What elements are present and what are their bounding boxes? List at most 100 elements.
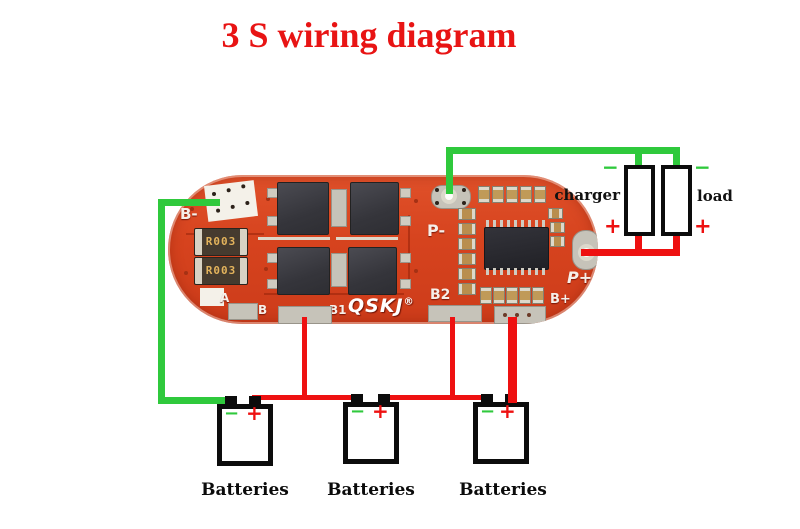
wire-green-to-battery1 (158, 397, 236, 404)
wire-red-b2-vertical (450, 317, 455, 398)
via (414, 199, 418, 203)
wire-green-left-vertical (158, 199, 165, 404)
pad-dot (462, 201, 466, 205)
p-plus-label: P+ (567, 268, 593, 287)
pad-dot (435, 188, 439, 192)
pad-dot (503, 313, 507, 317)
b2-label: B2 (430, 287, 451, 303)
battery1-neg-terminal (225, 396, 237, 405)
via (264, 267, 268, 271)
battery1-plus-sign: + (246, 401, 263, 425)
charger-label: charger (554, 186, 620, 204)
wire-red-pplus-horizontal (581, 249, 680, 256)
smd-component (458, 208, 476, 220)
smd-component (506, 287, 518, 304)
smd-component (550, 236, 565, 247)
charger-plus-sign: + (604, 214, 622, 238)
wire-red-up-charger (635, 232, 642, 251)
wire-red-series2 (380, 395, 490, 400)
a-solder-pad (200, 288, 224, 306)
pad-dot (226, 187, 231, 193)
wire-green-pminus-vertical (446, 147, 453, 194)
pad-dot (435, 201, 439, 205)
mosfet-pin (400, 216, 411, 226)
shunt-resistor: R003 (194, 228, 248, 256)
brand-logo: QSKJ® (348, 295, 415, 317)
pad-dot (245, 200, 250, 206)
battery1-label: Batteries (201, 480, 289, 500)
battery2-minus-sign: − (350, 401, 366, 422)
pcb-trace (336, 237, 398, 240)
smd-component (519, 287, 531, 304)
smd-component (532, 287, 544, 304)
mosfet-pin (400, 279, 411, 289)
b-minus-label: B- (180, 205, 198, 223)
smd-component (480, 287, 492, 304)
wire-green-top-horizontal (446, 147, 680, 154)
load-plus-sign: + (694, 214, 712, 238)
diagram-title: 3 S wiring diagram (221, 15, 517, 55)
via (414, 269, 418, 273)
ic-pins (486, 268, 545, 275)
wire-green-bminus-horizontal (158, 199, 220, 206)
battery2-pos-terminal (378, 394, 390, 403)
smd-component (520, 186, 532, 203)
smd-component (534, 186, 546, 203)
pcb-trace (264, 293, 404, 295)
pad-dot (211, 191, 217, 197)
smd-component (458, 253, 476, 265)
b1-label: B1 (329, 303, 347, 317)
smd-component (478, 186, 490, 203)
wire-green-drop-load (673, 147, 680, 169)
smd-component (548, 208, 563, 219)
center-pad (331, 189, 347, 227)
smd-component (458, 283, 476, 295)
smd-component (492, 186, 504, 203)
smd-component (550, 222, 565, 233)
battery3 (473, 402, 529, 464)
load-minus-sign: − (694, 155, 711, 179)
pad-dot (462, 188, 466, 192)
mosfet (277, 247, 330, 295)
load-label: load (697, 187, 733, 205)
wire-red-b1-vertical (302, 317, 307, 398)
pcb-trace (258, 237, 330, 240)
battery2 (343, 402, 399, 464)
protection-ic (484, 227, 549, 270)
battery1-pos-terminal (249, 396, 261, 405)
smd-component (506, 186, 518, 203)
b-label: B (258, 303, 268, 317)
wire-green-drop-charger (635, 147, 642, 169)
via (190, 207, 194, 211)
mosfet-pin (400, 188, 411, 198)
battery1 (217, 404, 273, 466)
mosfet-pin (400, 253, 411, 263)
smd-component (458, 223, 476, 235)
pcb-trace (408, 215, 410, 285)
pad-dot (241, 184, 246, 189)
registered-mark: ® (403, 296, 415, 308)
p-minus-label: P- (427, 221, 446, 240)
battery3-label: Batteries (459, 480, 547, 500)
a-label: A (220, 291, 230, 305)
smd-component (458, 268, 476, 280)
battery1-minus-sign: − (224, 403, 240, 424)
pad-dot (215, 208, 221, 213)
mosfet (348, 247, 397, 295)
battery3-plus-sign: + (499, 399, 516, 423)
pad-b-plus (494, 306, 546, 324)
via (266, 197, 270, 201)
pad-b2 (428, 305, 482, 322)
pad-dot (515, 313, 519, 317)
battery3-minus-sign: − (480, 401, 496, 422)
wire-red-bplus-vertical (508, 317, 517, 403)
battery3-neg-terminal (481, 394, 493, 403)
battery2-neg-terminal (351, 394, 363, 403)
mosfet (277, 182, 329, 235)
pad-dot (230, 204, 235, 210)
mosfet (350, 182, 399, 235)
battery2-plus-sign: + (372, 399, 389, 423)
center-pad (331, 253, 347, 287)
wire-red-up-load (673, 232, 680, 251)
